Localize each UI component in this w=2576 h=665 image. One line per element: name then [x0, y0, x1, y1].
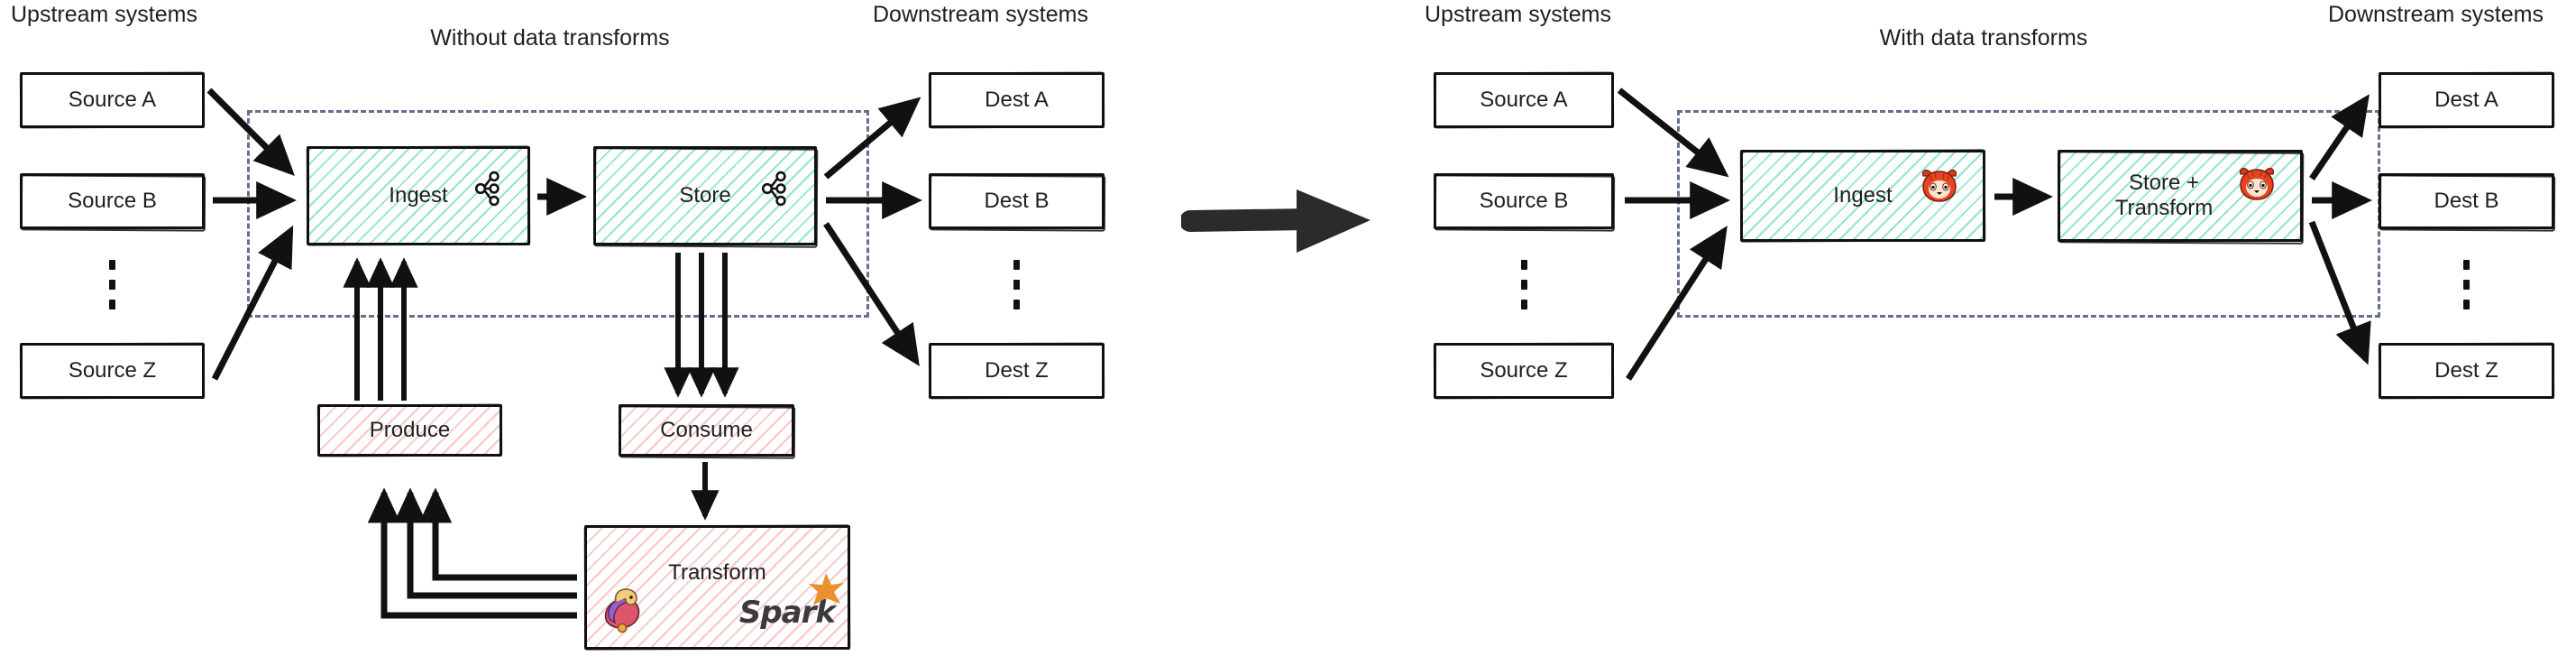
transform-label: Transform	[668, 560, 766, 585]
dest-box-b[interactable]: Dest B	[2379, 173, 2554, 229]
source-box-z[interactable]: Source Z	[20, 343, 205, 399]
source-box-z[interactable]: Source Z	[1434, 343, 1614, 399]
arrow-transform-to-produce-1	[367, 487, 577, 619]
produce-label: Produce	[369, 418, 451, 443]
store-label: Store	[679, 183, 731, 208]
downstream-systems-label: Downstream systems	[873, 2, 1088, 27]
source-b-label: Source B	[1479, 189, 1569, 214]
panel-without-transforms: Upstream systems Downstream systems With…	[0, 0, 1172, 665]
consume-box[interactable]: Consume	[619, 404, 794, 457]
kafka-icon	[758, 171, 789, 207]
redpanda-icon	[2237, 167, 2277, 201]
source-box-b[interactable]: Source B	[20, 173, 205, 229]
kafka-icon	[472, 171, 502, 207]
arrow-transform-to-produce-3	[418, 487, 577, 581]
dest-box-z[interactable]: Dest Z	[929, 343, 1105, 399]
dest-b-label: Dest B	[984, 189, 1050, 214]
source-z-label: Source Z	[1480, 358, 1568, 383]
dest-a-label: Dest A	[2434, 88, 2498, 113]
downstream-systems-label: Downstream systems	[2328, 2, 2544, 27]
dest-box-b[interactable]: Dest B	[929, 173, 1105, 229]
dest-z-label: Dest Z	[2434, 358, 2498, 383]
consume-label: Consume	[660, 418, 753, 443]
ingest-label: Ingest	[1833, 183, 1893, 208]
source-b-label: Source B	[68, 189, 157, 214]
dest-box-a[interactable]: Dest A	[929, 72, 1105, 128]
transition-arrow	[1181, 189, 1371, 253]
source-z-label: Source Z	[68, 358, 157, 383]
source-a-label: Source A	[1480, 88, 1568, 113]
dest-b-label: Dest B	[2434, 189, 2499, 214]
destinations-ellipsis	[2463, 260, 2470, 319]
section-title-without-transforms: Without data transforms	[430, 25, 670, 51]
flink-icon	[598, 584, 654, 640]
store-transform-box[interactable]: Store + Transform	[2058, 150, 2303, 242]
platform-boundary	[247, 110, 869, 318]
arrow-transform-to-produce-2	[393, 487, 577, 599]
spark-icon: Spark	[739, 573, 844, 631]
store-box[interactable]: Store	[593, 146, 817, 245]
produce-box[interactable]: Produce	[317, 404, 502, 457]
dest-z-label: Dest Z	[985, 358, 1049, 383]
spark-star-icon	[809, 573, 844, 605]
ingest-label: Ingest	[389, 183, 448, 208]
sources-ellipsis	[109, 260, 115, 319]
ingest-box[interactable]: Ingest	[307, 146, 530, 245]
upstream-systems-label: Upstream systems	[1425, 2, 1611, 27]
source-a-label: Source A	[68, 88, 157, 113]
sources-ellipsis	[1521, 260, 1527, 319]
panel-with-transforms: Upstream systems Downstream systems With…	[1416, 0, 2576, 665]
transform-box[interactable]: Transform Spark	[584, 525, 850, 650]
redpanda-icon	[1920, 169, 1959, 203]
destinations-ellipsis	[1013, 260, 1020, 319]
source-box-a[interactable]: Source A	[1434, 72, 1614, 128]
section-title-with-transforms: With data transforms	[1879, 25, 2088, 51]
source-box-b[interactable]: Source B	[1434, 173, 1614, 229]
ingest-box[interactable]: Ingest	[1740, 150, 1985, 242]
source-box-a[interactable]: Source A	[20, 72, 205, 128]
dest-box-a[interactable]: Dest A	[2379, 72, 2554, 128]
upstream-systems-label: Upstream systems	[11, 2, 197, 27]
dest-a-label: Dest A	[985, 88, 1049, 113]
dest-box-z[interactable]: Dest Z	[2379, 343, 2554, 399]
store-transform-label: Store + Transform	[2114, 171, 2214, 220]
